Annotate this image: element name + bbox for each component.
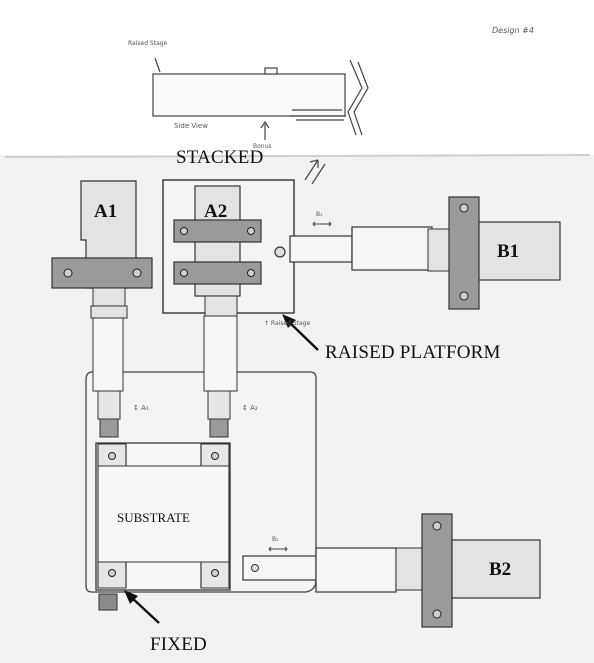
- a1-tip: [100, 419, 118, 437]
- substrate-screw-tr: [212, 453, 219, 460]
- b2-collar: [396, 548, 422, 590]
- b1-clamp-screw-bottom: [460, 292, 468, 300]
- label-raised-platform: RAISED PLATFORM: [325, 342, 501, 364]
- side-view-caption: Side View: [174, 122, 208, 130]
- platform-screw: [275, 247, 285, 257]
- side-view-raised-note: Raised Stage: [128, 40, 167, 47]
- b1-body: [479, 222, 560, 280]
- b1-rod: [290, 236, 352, 262]
- label-substrate: SUBSTRATE: [117, 510, 190, 526]
- label-a1: A1: [94, 201, 117, 223]
- substrate-holder: [96, 443, 230, 610]
- a2-upper-screw-left: [181, 228, 188, 235]
- b2-barrel: [316, 548, 396, 592]
- fixed-mount: [99, 594, 117, 610]
- header-note: Design #4: [492, 26, 534, 35]
- a2-motion-note: ↕ A₂: [242, 404, 258, 412]
- a2-lower-screw-left: [181, 270, 188, 277]
- b2-clamp-screw-bottom: [433, 610, 441, 618]
- a1-clamp-screw-right: [133, 269, 141, 277]
- b2-clamp-screw-top: [433, 522, 441, 530]
- b2-motion-note: B₂: [272, 536, 279, 543]
- b1-clamp-screw-top: [460, 204, 468, 212]
- label-fixed: FIXED: [150, 634, 207, 656]
- label-a2: A2: [204, 201, 227, 223]
- b2-rod-tip: [252, 565, 259, 572]
- b1-motion-note: B₁: [316, 211, 323, 218]
- a1-shaft: [93, 318, 123, 391]
- substrate-screw-tl: [109, 453, 116, 460]
- a2-neck: [205, 296, 237, 316]
- a1-collar: [91, 306, 127, 318]
- side-view-bump: [265, 68, 277, 74]
- a2-shaft: [204, 316, 237, 391]
- a2-upper-screw-right: [248, 228, 255, 235]
- substrate-screw-bl: [109, 570, 116, 577]
- a1-probe: [98, 391, 120, 419]
- label-b2: B2: [489, 559, 511, 581]
- a1-neck: [93, 288, 125, 306]
- label-b1: B1: [497, 241, 519, 263]
- a2-tip: [210, 419, 228, 437]
- a2-probe: [208, 391, 230, 419]
- a1-clamp-screw-left: [64, 269, 72, 277]
- substrate-screw-br: [212, 570, 219, 577]
- raised-stage-note: ↑ Raised Stage: [264, 320, 310, 327]
- a1-motion-note: ↕ A₁: [133, 404, 149, 412]
- label-stacked: STACKED: [176, 147, 264, 169]
- a2-lower-screw-right: [248, 270, 255, 277]
- b1-barrel: [352, 227, 432, 270]
